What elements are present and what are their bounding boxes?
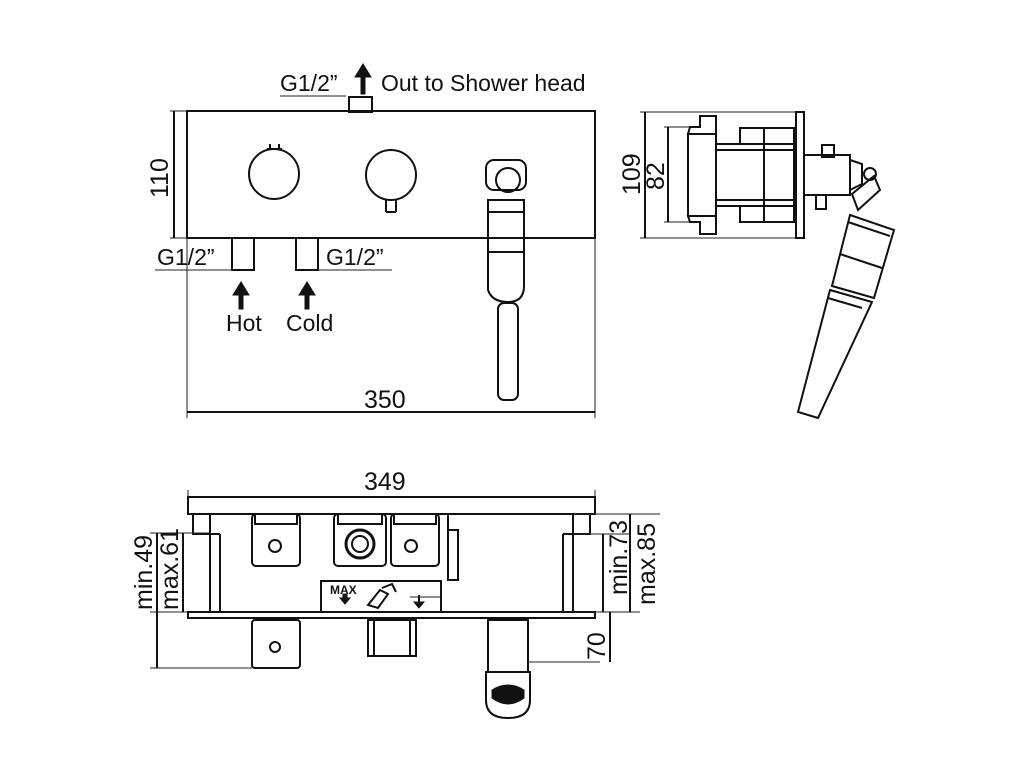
hot-inlet xyxy=(231,237,255,271)
right-knob xyxy=(365,149,417,201)
outlet-thread-label: G1/2” xyxy=(280,70,338,96)
outlet-arrow-icon xyxy=(354,63,372,95)
max-mark-label: MAX xyxy=(330,583,357,597)
top-housing xyxy=(187,496,596,515)
cold-thread-label: G1/2” xyxy=(326,244,384,270)
max-left-dimension: max.61 xyxy=(156,528,184,610)
hand-slider-icon xyxy=(366,582,397,610)
cold-arrow-icon xyxy=(298,281,316,310)
min-right-dimension: min.73 xyxy=(605,520,633,595)
top-width-dimension: 349 xyxy=(364,468,406,496)
left-knob xyxy=(248,148,300,200)
projection-dimension: 70 xyxy=(583,632,611,660)
outlet-label: Out to Shower head xyxy=(381,70,586,96)
side-total-dimension: 109 xyxy=(618,153,646,195)
hot-label: Hot xyxy=(226,310,262,336)
min-left-dimension: min.49 xyxy=(130,535,158,610)
wall-plate-top xyxy=(187,611,596,619)
hot-arrow-icon xyxy=(232,281,250,310)
cold-label: Cold xyxy=(286,310,333,336)
front-view: G1/2” Out to Shower head G1/2” G1/2” Hot… xyxy=(146,63,596,418)
side-view: 109 82 xyxy=(618,111,896,420)
front-width-dimension: 350 xyxy=(364,386,406,414)
side-wall-plate xyxy=(795,111,805,239)
hand-shower-top xyxy=(485,619,600,720)
max-right-dimension: max.85 xyxy=(633,523,661,605)
top-view: MAX 349 min.49 max.61 min.73 max.85 xyxy=(130,468,661,720)
hand-shower-front xyxy=(485,159,527,401)
faceplate xyxy=(186,110,596,239)
outlet-stub xyxy=(348,96,373,113)
side-inner-dimension: 82 xyxy=(642,162,670,190)
front-height-dimension: 110 xyxy=(146,158,174,198)
cold-inlet xyxy=(295,237,319,271)
hand-shower-side xyxy=(796,213,896,420)
hot-thread-label: G1/2” xyxy=(157,244,215,270)
